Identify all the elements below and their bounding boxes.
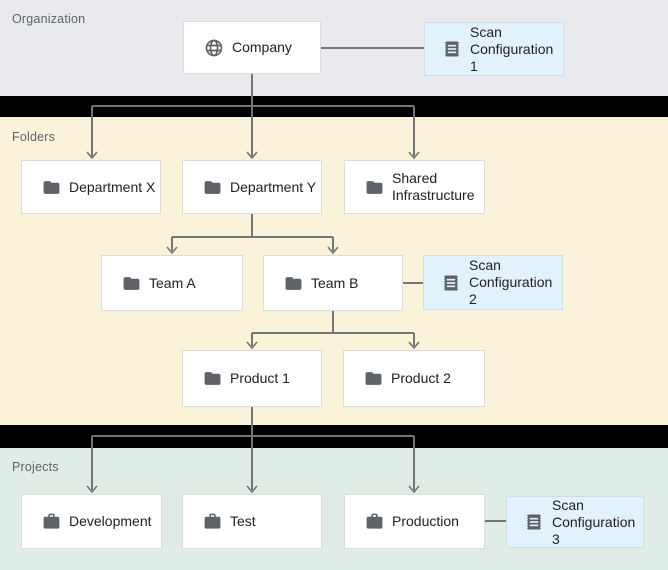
node-product-1: Product 1 bbox=[182, 350, 322, 407]
node-development: Development bbox=[21, 494, 162, 549]
section-label-folders: Folders bbox=[12, 130, 56, 144]
node-label: Department X bbox=[69, 178, 156, 195]
scan-config-icon bbox=[442, 39, 462, 59]
node-label: Product 2 bbox=[391, 370, 451, 386]
folder-icon bbox=[122, 274, 141, 293]
node-label: Shared Infrastructure bbox=[392, 170, 475, 203]
node-label: Company bbox=[232, 39, 292, 55]
folder-icon bbox=[365, 178, 384, 197]
node-shared-infrastructure: Shared Infrastructure bbox=[344, 160, 485, 214]
scan-config-icon bbox=[524, 512, 544, 532]
node-label: Scan Configuration 2 bbox=[469, 257, 553, 307]
node-label: Team A bbox=[149, 274, 196, 291]
node-team-a: Team A bbox=[101, 255, 243, 311]
folder-icon bbox=[364, 369, 383, 388]
node-scan-configuration-1: Scan Configuration 1 bbox=[424, 22, 564, 76]
briefcase-icon bbox=[365, 512, 384, 531]
node-team-b: Team B bbox=[263, 255, 403, 311]
globe-icon bbox=[204, 38, 224, 58]
node-label: Test bbox=[230, 513, 256, 529]
node-label: Production bbox=[392, 513, 459, 529]
node-department-x: Department X bbox=[21, 160, 161, 214]
node-test: Test bbox=[182, 494, 322, 549]
node-scan-configuration-3: Scan Configuration 3 bbox=[506, 496, 644, 548]
node-product-2: Product 2 bbox=[343, 350, 485, 407]
briefcase-icon bbox=[203, 512, 222, 531]
section-label-projects: Projects bbox=[12, 460, 59, 474]
node-production: Production bbox=[344, 494, 485, 549]
scan-config-icon bbox=[441, 273, 461, 293]
node-label: Development bbox=[69, 513, 152, 529]
node-label: Team B bbox=[311, 274, 359, 291]
node-label: Product 1 bbox=[230, 370, 290, 386]
node-company: Company bbox=[183, 21, 321, 74]
node-label: Department Y bbox=[230, 178, 317, 195]
section-organization: Organization bbox=[0, 0, 668, 96]
folder-icon bbox=[284, 274, 303, 293]
node-label: Scan Configuration 1 bbox=[470, 23, 554, 74]
folder-icon bbox=[203, 178, 222, 197]
folder-icon bbox=[203, 369, 222, 388]
node-label: Scan Configuration 3 bbox=[552, 496, 636, 547]
node-department-y: Department Y bbox=[182, 160, 322, 214]
node-scan-configuration-2: Scan Configuration 2 bbox=[423, 255, 563, 310]
folder-icon bbox=[42, 178, 61, 197]
section-label-organization: Organization bbox=[12, 12, 86, 26]
briefcase-icon bbox=[42, 512, 61, 531]
